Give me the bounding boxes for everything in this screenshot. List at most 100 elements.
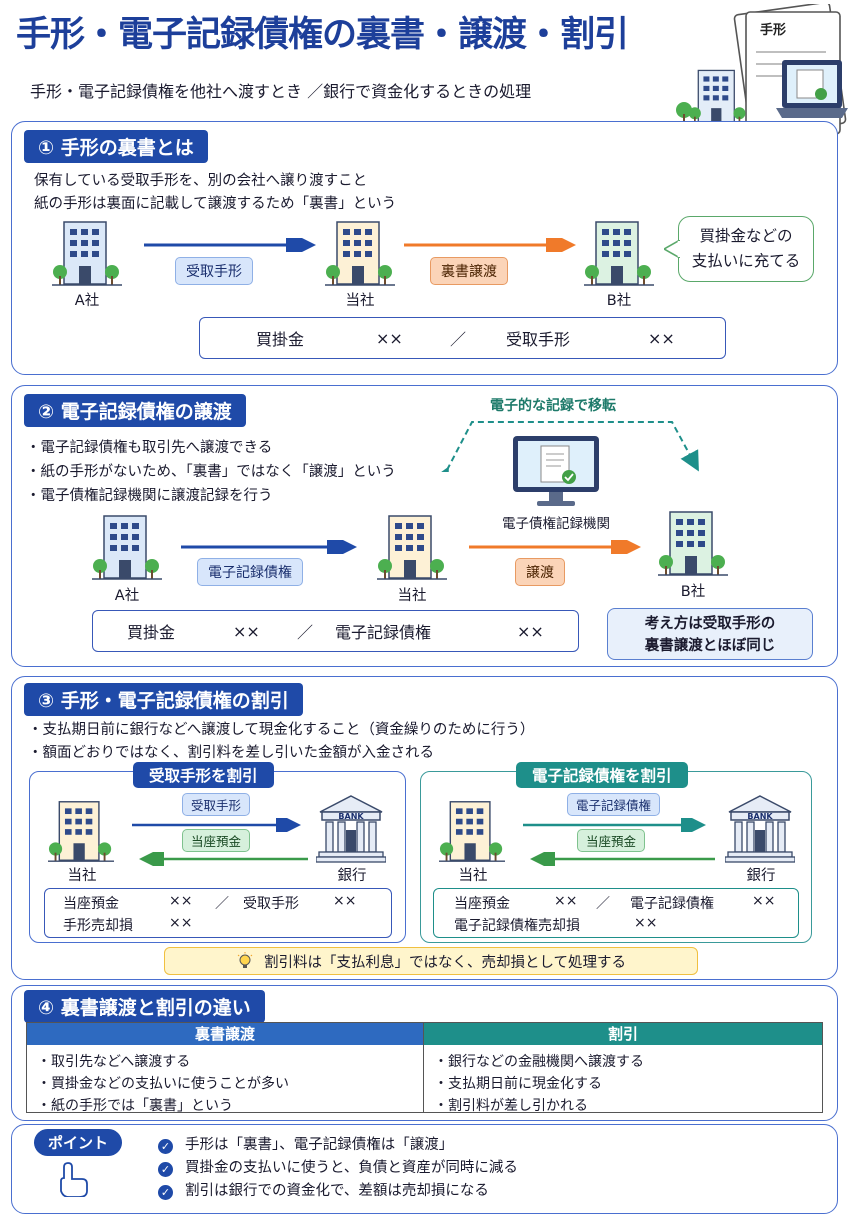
tip-text: 割引料は「支払利息」ではなく、売却損として処理する xyxy=(263,954,627,971)
check-icon: ✓ xyxy=(158,1162,173,1177)
bullet: ・額面どおりではなく、割引料を差し引いた金額が入金される xyxy=(28,745,434,761)
point-item: ✓手形は「裏書」、電子記録債権は「譲渡」 xyxy=(158,1133,453,1154)
bank-sign: BANK xyxy=(747,812,773,821)
entry-separator: ／ xyxy=(450,330,467,349)
page-title: 手形・電子記録債権の裏書・譲渡・割引 xyxy=(16,15,629,55)
note-line: 裏書譲渡とほぼ同じ xyxy=(644,638,776,654)
column-item: ・割引料が差し引かれる xyxy=(434,1098,588,1114)
sub-heading: 電子記録債権を割引 xyxy=(516,762,688,788)
company-a-label: A社 xyxy=(114,588,140,604)
endorsement-column: 裏書譲渡 ・取引先などへ譲渡する ・買掛金などの支払いに使うことが多い ・紙の手… xyxy=(26,1022,424,1114)
section-endorsement: ① 手形の裏書とは 保有している受取手形を、別の会社へ譲り渡すこと 紙の手形は裏… xyxy=(11,121,838,375)
notes-discount-panel: 受取手形を割引 当社 BANK 銀行 受取手形 当座預金 当座預金 ×× ／ 受… xyxy=(29,762,406,943)
deposit-tag: 当座預金 xyxy=(182,829,251,852)
bank-label: 銀行 xyxy=(337,868,367,884)
check-icon: ✓ xyxy=(158,1185,173,1200)
transfer-arrow xyxy=(181,540,357,554)
page-subtitle: 手形・電子記録債権を他社へ渡すとき ／銀行で資金化するときの処理 xyxy=(30,82,532,101)
endorsement-arrow xyxy=(404,238,576,252)
out-arrow xyxy=(523,818,706,832)
column-body: ・取引先などへ譲渡する ・買掛金などの支払いに使うことが多い ・紙の手形では「裏… xyxy=(27,1045,423,1123)
illustration-label: 手形 xyxy=(760,22,786,38)
electronic-transfer-path xyxy=(437,421,699,472)
entry-debit: 買掛金 xyxy=(127,623,176,642)
journal-entry: 当座預金 ×× ／ 電子記録債権 ×× 電子記録債権売却損 ×× xyxy=(433,888,799,938)
electronic-transfer-label: 電子的な記録で移転 xyxy=(490,398,616,414)
entry-debit: 当座預金 xyxy=(63,896,119,912)
entry-loss: 電子記録債権売却損 xyxy=(454,918,580,934)
company-b-building-icon xyxy=(584,218,654,288)
column-header: 裏書譲渡 xyxy=(27,1023,423,1045)
point-text: 買掛金の支払いに使うと、負債と資産が同時に減る xyxy=(185,1160,518,1176)
section-heading: ③ 手形・電子記録債権の割引 xyxy=(24,683,303,716)
section-heading: ④ 裏書譲渡と割引の違い xyxy=(24,990,265,1023)
sub-heading: 受取手形を割引 xyxy=(133,762,274,788)
comparison-note: 考え方は受取手形の 裏書譲渡とほぼ同じ xyxy=(607,608,813,660)
transfer-arrow xyxy=(144,238,316,252)
own-company-label: 当社 xyxy=(458,868,488,884)
column-item: ・紙の手形では「裏書」という xyxy=(37,1098,233,1114)
company-b-label: B社 xyxy=(606,293,632,309)
bullet: ・電子記録債権も取引先へ譲渡できる xyxy=(26,440,273,456)
bullet: ・電子債権記録機関に譲渡記録を行う xyxy=(26,488,273,504)
bubble-line: 支払いに充てる xyxy=(691,252,801,270)
entry-credit-amount: ×× xyxy=(333,893,357,909)
header-illustration: 手形 xyxy=(676,4,848,137)
entry-credit: 電子記録債権 xyxy=(335,623,432,642)
endorsement-tag: 裏書譲渡 xyxy=(430,257,508,285)
entry-credit-amount: ×× xyxy=(752,893,776,909)
section-discounting: ③ 手形・電子記録債権の割引 ・支払期日前に銀行などへ譲渡して現金化すること（資… xyxy=(11,676,838,980)
journal-entry: 買掛金 ×× ／ 受取手形 ×× xyxy=(199,317,726,359)
company-a-label: A社 xyxy=(74,293,100,309)
point-text: 割引は銀行での資金化で、差額は売却損になる xyxy=(185,1183,489,1199)
entry-debit-amount: ×× xyxy=(554,893,578,909)
column-item: ・支払期日前に現金化する xyxy=(434,1076,602,1092)
own-company-building-icon xyxy=(377,512,447,582)
points-panel: ポイント ✓手形は「裏書」、電子記録債権は「譲渡」 ✓買掛金の支払いに使うと、負… xyxy=(11,1124,838,1214)
lightbulb-icon xyxy=(236,952,254,970)
entry-debit: 買掛金 xyxy=(256,330,305,349)
company-b-building-icon xyxy=(658,508,728,578)
bank-label: 銀行 xyxy=(746,868,776,884)
entry-credit: 電子記録債権 xyxy=(630,896,714,912)
entry-credit-amount: ×× xyxy=(648,328,675,348)
company-a-building-icon xyxy=(92,512,162,582)
electronic-claim-tag: 電子記録債権 xyxy=(197,558,303,586)
pointing-hand-icon xyxy=(60,1162,88,1197)
point-item: ✓ 買掛金の支払いに使うと、負債と資産が同時に減る xyxy=(158,1156,518,1177)
points-badge: ポイント xyxy=(34,1129,123,1156)
in-arrow xyxy=(139,852,308,866)
point-text: 手形は「裏書」、電子記録債権は「譲渡」 xyxy=(185,1137,454,1153)
entry-debit: 当座預金 xyxy=(454,896,510,912)
own-company-building-icon xyxy=(48,798,114,864)
electronic-claim-tag: 電子記録債権 xyxy=(567,793,661,816)
out-arrow xyxy=(132,818,301,832)
section-heading: ② 電子記録債権の譲渡 xyxy=(24,394,246,427)
computer-icon xyxy=(513,436,599,506)
bullet: ・支払期日前に銀行などへ譲渡して現金化すること（資金繰りのために行う） xyxy=(28,722,535,738)
in-arrow xyxy=(530,852,715,866)
bullet: ・紙の手形がないため、「裏書」ではなく「譲渡」という xyxy=(26,464,396,480)
section-electronic-transfer: ② 電子記録債権の譲渡 ・電子記録債権も取引先へ譲渡できる ・紙の手形がないため… xyxy=(11,385,838,667)
description-line: 紙の手形は裏面に記載して譲渡するため「裏書」という xyxy=(34,196,397,212)
entry-debit-amount: ×× xyxy=(376,328,403,348)
entry-debit-amount: ×× xyxy=(169,893,193,909)
discount-column: 割引 ・銀行などの金融機関へ譲渡する ・支払期日前に現金化する ・割引料が差し引… xyxy=(423,1022,823,1114)
bank-sign: BANK xyxy=(338,812,364,821)
tip-banner: 割引料は「支払利息」ではなく、売却損として処理する xyxy=(164,947,698,975)
entry-debit-amount: ×× xyxy=(233,621,260,641)
entry-credit-amount: ×× xyxy=(517,621,544,641)
deposit-tag: 当座預金 xyxy=(577,829,646,852)
purpose-bubble: 買掛金などの 支払いに充てる xyxy=(678,216,814,282)
note-line: 考え方は受取手形の xyxy=(644,616,776,632)
column-header: 割引 xyxy=(424,1023,822,1045)
entry-separator: ／ xyxy=(596,896,610,912)
point-item: ✓ 割引は銀行での資金化で、差額は売却損になる xyxy=(158,1179,489,1200)
entry-separator: ／ xyxy=(297,623,314,642)
own-company-building-icon xyxy=(439,798,505,864)
column-item: ・買掛金などの支払いに使うことが多い xyxy=(37,1076,289,1092)
entry-credit: 受取手形 xyxy=(506,330,571,349)
bank-icon: BANK xyxy=(725,794,795,864)
journal-entry: 当座預金 ×× ／ 受取手形 ×× 手形売却損 ×× xyxy=(44,888,392,938)
notes-receivable-tag: 受取手形 xyxy=(175,257,253,285)
